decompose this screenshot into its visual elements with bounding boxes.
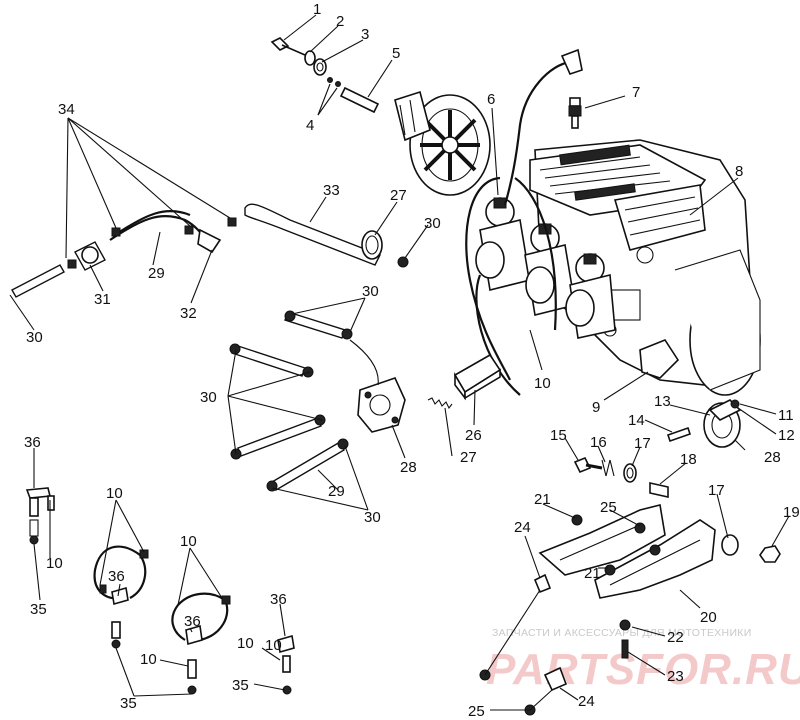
callout-36-a: 36 (24, 434, 41, 451)
callout-7: 7 (632, 84, 640, 101)
callout-1: 1 (313, 1, 321, 18)
callout-36-b: 36 (108, 568, 125, 585)
callout-30-c: 30 (362, 283, 379, 300)
spark-plug-cap (560, 48, 583, 75)
callout-19: 19 (783, 504, 800, 521)
callout-27-a: 27 (390, 187, 407, 204)
callout-13: 13 (654, 393, 671, 410)
callout-23: 23 (667, 668, 684, 685)
callout-30-e: 30 (364, 509, 381, 526)
callout-11: 11 (778, 407, 794, 424)
callout-10-g: 10 (265, 637, 282, 654)
callout-5: 5 (392, 45, 400, 62)
callout-28-b: 28 (764, 449, 781, 466)
fuel-pump-mounted (639, 339, 680, 379)
fuel-fittings-set-1 (25, 487, 55, 545)
callout-35-b: 35 (120, 695, 137, 712)
callout-10-f: 10 (237, 635, 254, 652)
callout-22: 22 (667, 629, 684, 646)
callout-17-b: 17 (708, 482, 725, 499)
callout-25-b: 25 (468, 703, 485, 720)
callout-24-b: 24 (578, 693, 595, 710)
callout-10-engine: 10 (534, 375, 551, 392)
callout-21-b: 21 (584, 565, 601, 582)
watermark-logo: PARTSFOR.RU (486, 645, 800, 694)
fuel-pump-assembly (229, 310, 406, 492)
callout-18: 18 (680, 451, 697, 468)
callout-10-c: 10 (180, 533, 197, 550)
spark-plug (568, 97, 582, 129)
callout-15: 15 (550, 427, 567, 444)
callout-24-a: 24 (514, 519, 531, 536)
callout-25-a: 25 (600, 499, 617, 516)
watermark-subtitle: ЗАПЧАСТИ И АКСЕССУАРЫ ДЛЯ МОТОТЕХНИКИ (492, 627, 752, 639)
callout-31: 31 (94, 291, 111, 308)
callout-30-a: 30 (26, 329, 43, 346)
callout-3: 3 (361, 26, 369, 43)
callout-28-a: 28 (400, 459, 417, 476)
clutch-bolt-stack (270, 37, 380, 114)
callout-36-c: 36 (184, 613, 201, 630)
callout-34: 34 (58, 101, 75, 118)
engine-assembly (465, 48, 761, 396)
callout-10-e: 10 (140, 651, 157, 668)
callout-labels: 1 2 3 4 5 6 7 8 9 10 11 12 13 14 15 16 1… (24, 1, 800, 720)
hose-33 (244, 203, 409, 268)
callout-16: 16 (590, 434, 607, 451)
callout-36-d: 36 (270, 591, 287, 608)
watermark: ЗАПЧАСТИ И АКСЕССУАРЫ ДЛЯ МОТОТЕХНИКИ PA… (486, 627, 800, 694)
callout-29-a: 29 (148, 265, 165, 282)
fuel-fittings-set-2 (93, 545, 149, 649)
control-box (427, 353, 502, 410)
callout-29-b: 29 (328, 483, 345, 500)
callout-9: 9 (592, 399, 600, 416)
callout-17-a: 17 (634, 435, 651, 452)
callout-2: 2 (336, 13, 344, 30)
cylinder-fins (539, 144, 671, 201)
callout-4: 4 (306, 117, 314, 134)
fuel-line-assembly-left (11, 210, 237, 298)
callout-8: 8 (735, 163, 743, 180)
engine-mount-bracket (479, 504, 716, 716)
callout-26: 26 (465, 427, 482, 444)
callout-6: 6 (487, 91, 495, 108)
callout-10-d: 10 (46, 555, 63, 572)
callout-27-b: 27 (460, 449, 477, 466)
leader-lines (9, 14, 790, 711)
callout-32: 32 (180, 305, 197, 322)
carburetors (475, 197, 616, 339)
right-mount-parts (573, 399, 781, 563)
callout-14: 14 (628, 412, 645, 429)
callout-12: 12 (778, 427, 795, 444)
callout-30-b: 30 (424, 215, 441, 232)
callout-21-a: 21 (534, 491, 551, 508)
callout-35-a: 35 (30, 601, 47, 618)
callout-10-b: 10 (106, 485, 123, 502)
fuel-filter (81, 246, 99, 264)
callout-33: 33 (323, 182, 340, 199)
callout-35-c: 35 (232, 677, 249, 694)
callout-30-d: 30 (200, 389, 217, 406)
fuel-fittings-set-3 (171, 592, 231, 695)
fuel-fittings-set-4 (277, 634, 295, 695)
drive-clutch (394, 90, 491, 196)
callout-20: 20 (700, 609, 717, 626)
